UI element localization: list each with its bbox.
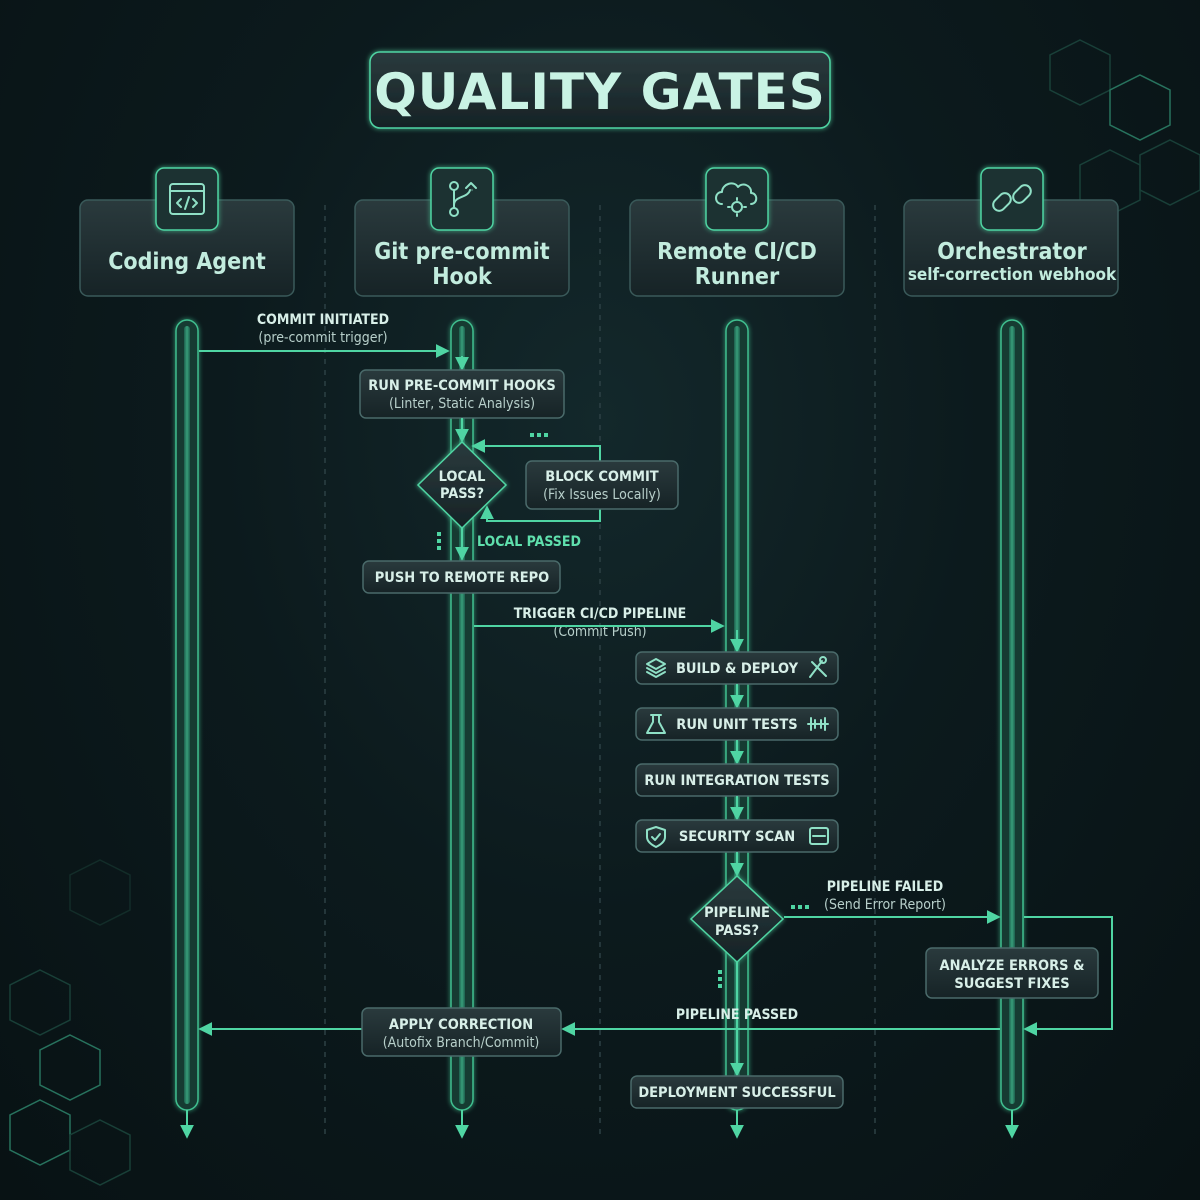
unit-tests-box: RUN UNIT TESTS [635,707,839,741]
svg-text:LOCAL: LOCAL [439,469,486,485]
link-icon [992,184,1032,212]
block-commit-loop [471,433,601,522]
svg-text:PIPELINE FAILED: PIPELINE FAILED [827,879,944,895]
svg-text:BUILD & DEPLOY: BUILD & DEPLOY [676,661,799,677]
orchestrator-loop [1023,916,1113,1036]
lane-title: Remote CI/CD [657,239,817,265]
pipeline-passed-flow: PIPELINE PASSED [676,962,798,1077]
message-commit-initiated: COMMIT INITIATED (pre-commit trigger) [199,312,450,358]
svg-text:(Fix Issues Locally): (Fix Issues Locally) [543,487,661,503]
analyze-errors-box: ANALYZE ERRORS & SUGGEST FIXES [925,947,1099,999]
security-scan-box: SECURITY SCAN [635,819,839,853]
svg-text:(Autofix Branch/Commit): (Autofix Branch/Commit) [383,1035,540,1051]
integration-tests-box: RUN INTEGRATION TESTS [635,763,839,797]
svg-text:ANALYZE ERRORS &: ANALYZE ERRORS & [940,958,1085,974]
lane-subtitle: self-correction webhook [908,265,1117,285]
lane-title-line2: Runner [695,264,780,290]
svg-text:PIPELINE PASSED: PIPELINE PASSED [676,1007,798,1023]
tools-icon [809,656,827,678]
svg-text:LOCAL PASSED: LOCAL PASSED [477,534,581,550]
svg-text:PIPELINE: PIPELINE [704,905,770,921]
svg-text:COMMIT INITIATED: COMMIT INITIATED [257,312,389,328]
decision-local-pass: LOCAL PASS? [416,440,508,530]
svg-text:BLOCK COMMIT: BLOCK COMMIT [545,469,659,485]
lane-title: Coding Agent [108,249,266,275]
push-to-remote-box: PUSH TO REMOTE REPO [362,560,561,594]
svg-text:PASS?: PASS? [440,486,484,502]
svg-text:RUN PRE-COMMIT HOOKS: RUN PRE-COMMIT HOOKS [368,378,556,394]
message-pipeline-failed: PIPELINE FAILED (Send Error Report) [784,879,1001,924]
lifeline-coding-agent [175,319,199,1139]
apply-correction-box: APPLY CORRECTION (Autofix Branch/Commit) [361,1007,562,1057]
layers-icon [646,658,666,678]
scan-icon [809,827,829,845]
svg-text:(Send Error Report): (Send Error Report) [824,897,946,913]
git-branch-icon [449,181,477,217]
svg-text:(Commit Push): (Commit Push) [553,624,646,640]
lane-title: Git pre-commit [374,239,550,265]
svg-text:APPLY CORRECTION: APPLY CORRECTION [389,1017,533,1033]
lane-header-orchestrator: Orchestrator self-correction webhook [903,167,1119,297]
deployment-successful-box: DEPLOYMENT SUCCESSFUL [630,1075,844,1109]
lifeline-orchestrator [1000,319,1024,1139]
lane-title: Orchestrator [937,239,1087,265]
title-banner: QUALITY GATES [120,51,1080,129]
lane-separators [324,205,876,1140]
svg-text:(pre-commit trigger): (pre-commit trigger) [258,330,387,346]
decision-pipeline-pass: PIPELINE PASS? [689,874,785,964]
code-window-icon [169,183,205,215]
dumbbell-icon [807,717,829,731]
svg-text:RUN INTEGRATION TESTS: RUN INTEGRATION TESTS [644,773,829,789]
svg-text:TRIGGER CI/CD PIPELINE: TRIGGER CI/CD PIPELINE [514,606,687,622]
block-commit-box: BLOCK COMMIT (Fix Issues Locally) [525,460,679,510]
svg-text:PUSH TO REMOTE REPO: PUSH TO REMOTE REPO [375,570,550,586]
svg-text:(Linter, Static Analysis): (Linter, Static Analysis) [389,396,535,412]
lane-header-git-hook: Git pre-commit Hook [354,167,570,297]
svg-text:PASS?: PASS? [715,923,759,939]
flask-icon [646,714,666,734]
shield-icon [646,826,666,848]
svg-text:RUN UNIT TESTS: RUN UNIT TESTS [676,717,797,733]
lane-header-ci-runner: Remote CI/CD Runner [629,167,845,297]
message-trigger-pipeline: TRIGGER CI/CD PIPELINE (Commit Push) [474,606,725,640]
svg-text:SECURITY SCAN: SECURITY SCAN [679,829,795,845]
lane-title-line2: Hook [432,264,493,290]
svg-text:SUGGEST FIXES: SUGGEST FIXES [954,976,1069,992]
page-title: QUALITY GATES [374,63,826,121]
local-passed-flow: LOCAL PASSED [437,528,581,561]
cloud-gear-icon [715,182,758,217]
run-pre-commit-hooks-box: RUN PRE-COMMIT HOOKS (Linter, Static Ana… [359,369,565,419]
build-deploy-box: BUILD & DEPLOY [635,651,839,685]
lane-header-coding-agent: Coding Agent [79,167,295,297]
svg-text:DEPLOYMENT SUCCESSFUL: DEPLOYMENT SUCCESSFUL [638,1085,835,1101]
lifelines [175,319,1024,1139]
